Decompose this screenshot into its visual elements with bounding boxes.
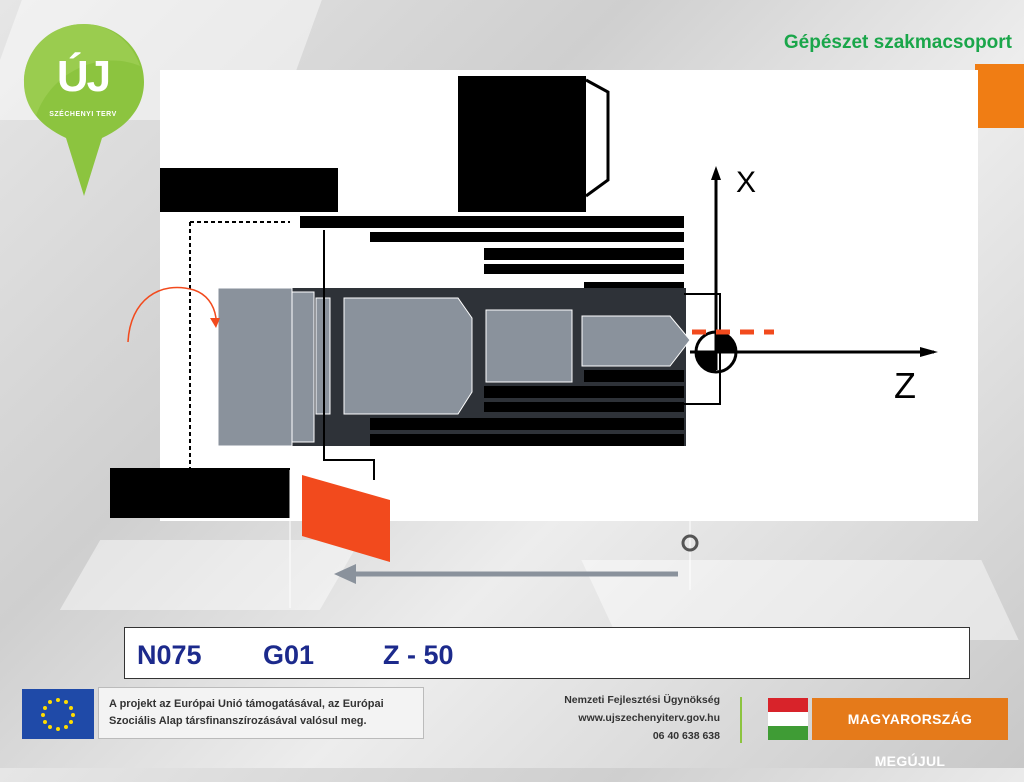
workpiece-section-1 xyxy=(343,297,473,415)
chuck-jaw xyxy=(217,287,293,447)
eu-text-line2: Szociális Alap társfinanszírozásával val… xyxy=(109,715,367,727)
logo-main-text: ÚJ xyxy=(56,52,111,101)
magyarorszag-megujul-banner: MAGYARORSZÁG MEGÚJUL xyxy=(812,698,1008,769)
redacted-label-top xyxy=(116,168,338,212)
footer-divider xyxy=(740,697,742,743)
start-point-marker xyxy=(681,534,699,552)
lathe-diagram-panel: X Z xyxy=(116,70,978,521)
logo-sub-text: SZÉCHENYI TERV xyxy=(49,111,117,118)
background-shard xyxy=(59,540,361,610)
block-number: N075 xyxy=(137,640,202,670)
tailstock-block xyxy=(458,76,586,212)
x-axis-arrow xyxy=(711,166,721,180)
agency-url[interactable]: www.ujszechenyiterv.gov.hu xyxy=(578,712,720,724)
x-axis-label: X xyxy=(736,166,756,199)
eu-funding-notice: A projekt az Európai Unió támogatásával,… xyxy=(98,687,424,739)
page-header-title: Gépészet szakmacsoport xyxy=(783,32,1012,53)
guide-bar xyxy=(484,264,684,274)
agency-name: Nemzeti Fejlesztési Ügynökség xyxy=(564,694,720,706)
workpiece-section-3 xyxy=(581,315,691,367)
agency-phone: 06 40 638 638 xyxy=(652,730,720,742)
guide-bar xyxy=(484,402,684,412)
frame-outline xyxy=(323,230,375,480)
z-axis-arrow xyxy=(920,347,938,357)
workpiece-section-2 xyxy=(485,309,573,383)
eu-flag xyxy=(22,689,94,739)
orange-corner-tab xyxy=(975,64,1024,128)
guide-bar xyxy=(584,282,684,290)
g-code: G01 xyxy=(263,640,315,670)
z-coordinate: Z - 50 xyxy=(383,640,454,670)
guide-bar xyxy=(584,370,684,382)
guide-bar xyxy=(370,418,684,430)
guide-bar xyxy=(370,434,684,446)
nc-code-box: N075 G01 Z - 50 xyxy=(124,627,970,679)
origin-quadrant xyxy=(716,332,736,352)
origin-quadrant xyxy=(696,352,716,372)
tailstock-outline xyxy=(585,78,610,198)
guide-bar xyxy=(370,232,684,242)
guide-bar xyxy=(484,386,684,398)
lathe-drawing: X Z xyxy=(116,76,938,480)
hungarian-flag-icon xyxy=(768,698,808,740)
eu-stars-icon xyxy=(41,698,75,731)
guide-bar xyxy=(300,216,684,228)
z-axis-label: Z xyxy=(894,365,916,406)
guide-bar xyxy=(484,248,684,260)
uj-szechenyi-terv-logo xyxy=(24,24,144,196)
eu-text-line1: A projekt az Európai Unió támogatásával,… xyxy=(109,698,384,710)
chuck-ring xyxy=(291,291,315,443)
